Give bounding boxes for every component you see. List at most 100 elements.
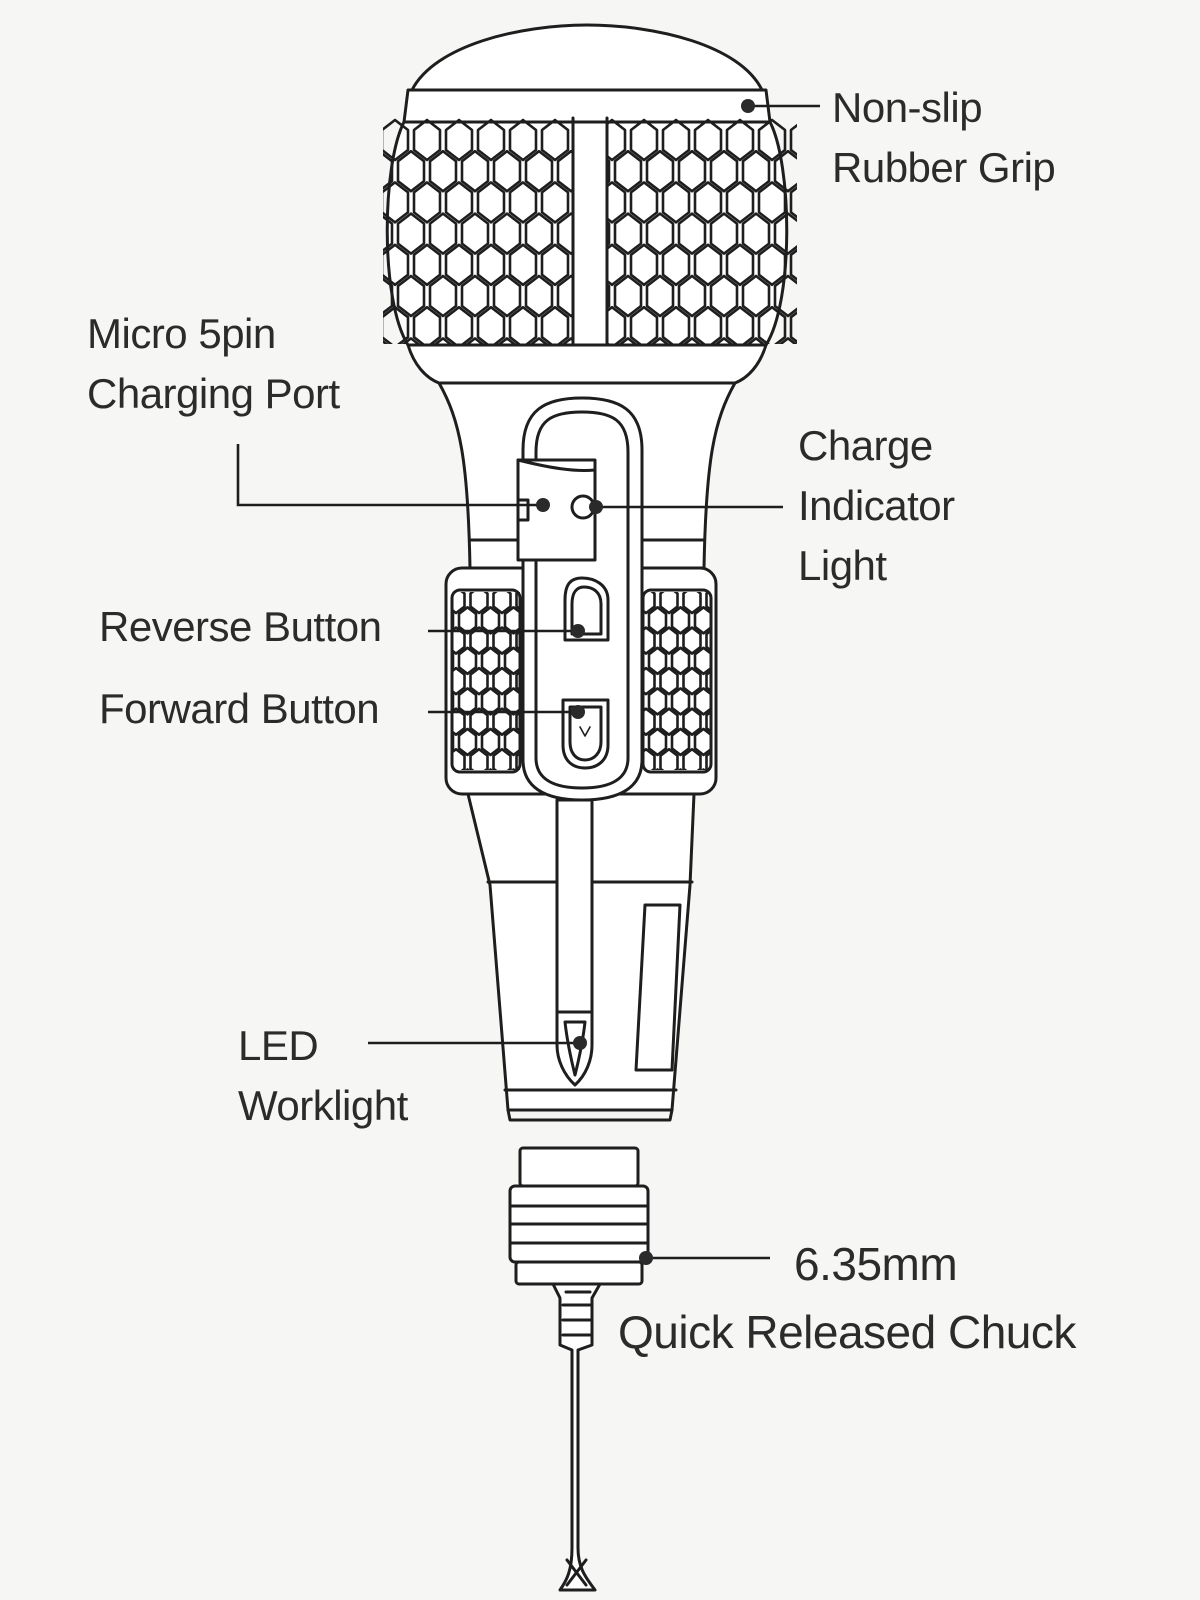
hex-cell	[693, 181, 723, 224]
hex-cell	[540, 243, 570, 287]
hex-cell	[412, 243, 442, 287]
hex-cell	[452, 733, 455, 751]
hex-cell	[492, 274, 522, 318]
hex-cell	[469, 626, 489, 655]
hex-cell	[508, 305, 538, 344]
hex-cell	[460, 212, 490, 255]
quick-release-chuck	[508, 1146, 650, 1286]
hex-cell	[492, 747, 512, 770]
hex-cell	[383, 339, 389, 344]
hex-cell	[789, 186, 797, 219]
hex-cell	[778, 337, 797, 344]
hex-cell	[428, 274, 458, 318]
hex-cell	[469, 592, 489, 615]
label-line: Light	[798, 542, 887, 589]
label-charge-indicator-light: Charge Indicator Light	[798, 416, 955, 596]
label-forward-button: Forward Button	[99, 679, 380, 739]
hex-cell	[452, 692, 455, 711]
hex-cell	[452, 611, 455, 630]
hex-cell	[350, 120, 376, 160]
hex-cell	[682, 592, 702, 615]
hex-cell	[718, 648, 735, 674]
hex-cell	[659, 747, 679, 770]
hex-cell	[492, 592, 512, 615]
hex-cell	[452, 666, 466, 696]
hex-cell	[613, 274, 643, 318]
hex-cell	[607, 220, 611, 247]
hex-cell	[412, 181, 442, 224]
hex-cell	[725, 243, 755, 287]
hex-cell	[452, 707, 466, 736]
hex-cell	[428, 149, 458, 193]
hex-cell	[693, 605, 711, 635]
hex-cell	[693, 727, 711, 757]
hex-cell	[682, 626, 702, 655]
hex-cell	[807, 214, 833, 254]
hex-cell	[350, 245, 376, 285]
hex-cell	[524, 274, 554, 318]
hex-cell	[452, 592, 466, 615]
hex-cell	[718, 729, 735, 755]
hex-cell	[693, 687, 711, 716]
hex-cell	[457, 605, 478, 635]
hex-cell	[643, 626, 656, 655]
hex-cell	[607, 158, 611, 185]
side-window	[634, 903, 682, 1072]
hex-cell	[647, 646, 668, 676]
hex-cell	[412, 118, 442, 162]
label-quick-released-chuck: 6.35mm Quick Released Chuck	[618, 1230, 1076, 1366]
label-line: Indicator	[798, 482, 955, 529]
hex-cell	[469, 707, 489, 736]
hex-cell	[661, 181, 691, 224]
hex-cell	[807, 151, 833, 191]
hex-cell	[725, 118, 755, 162]
hex-cell	[773, 149, 797, 193]
hex-cell	[476, 305, 506, 344]
label-line: Forward Button	[99, 685, 380, 732]
hex-cell	[773, 212, 797, 255]
hex-cell	[661, 118, 691, 162]
hex-cell	[741, 212, 771, 255]
hex-cell	[469, 666, 489, 696]
hex-cell	[670, 605, 691, 635]
hex-cell	[693, 646, 711, 676]
label-line: Micro 5pin	[87, 310, 276, 357]
hex-cell	[444, 243, 474, 287]
label-line: Non-slip	[832, 84, 983, 131]
leader-port	[236, 444, 543, 507]
hex-cell	[643, 747, 656, 770]
hex-cell	[508, 118, 538, 162]
hex-cell	[508, 181, 538, 224]
hex-cell	[383, 118, 410, 162]
hex-cell	[670, 727, 691, 757]
hex-cell	[503, 687, 520, 716]
hex-cell	[457, 646, 478, 676]
hex-cell	[659, 707, 679, 736]
hex-cell	[460, 274, 490, 318]
hex-cell	[492, 212, 522, 255]
hex-cell	[444, 305, 474, 344]
hex-cell	[607, 305, 627, 344]
hex-cell	[629, 118, 659, 162]
hex-cell	[693, 118, 723, 162]
hex-cell	[452, 626, 466, 655]
hex-cell	[757, 305, 787, 344]
hex-cell	[607, 181, 627, 224]
hex-cell	[396, 149, 426, 193]
hex-cell	[705, 750, 711, 770]
hex-cell	[457, 727, 478, 757]
hex-cell	[444, 118, 474, 162]
led-worklight-strip	[555, 798, 594, 1087]
hex-cell	[718, 607, 735, 633]
label-reverse-button: Reverse Button	[99, 597, 382, 657]
hex-cell	[807, 338, 833, 378]
phillips-bit	[551, 1282, 602, 1592]
hex-cell	[452, 747, 466, 770]
hex-cell	[682, 747, 702, 770]
hex-cell	[503, 605, 520, 635]
hex-cell	[705, 592, 711, 612]
grip-bottom-band	[406, 343, 768, 385]
hex-cell	[705, 628, 711, 653]
hex-cell	[476, 243, 506, 287]
hex-cell	[647, 687, 668, 716]
